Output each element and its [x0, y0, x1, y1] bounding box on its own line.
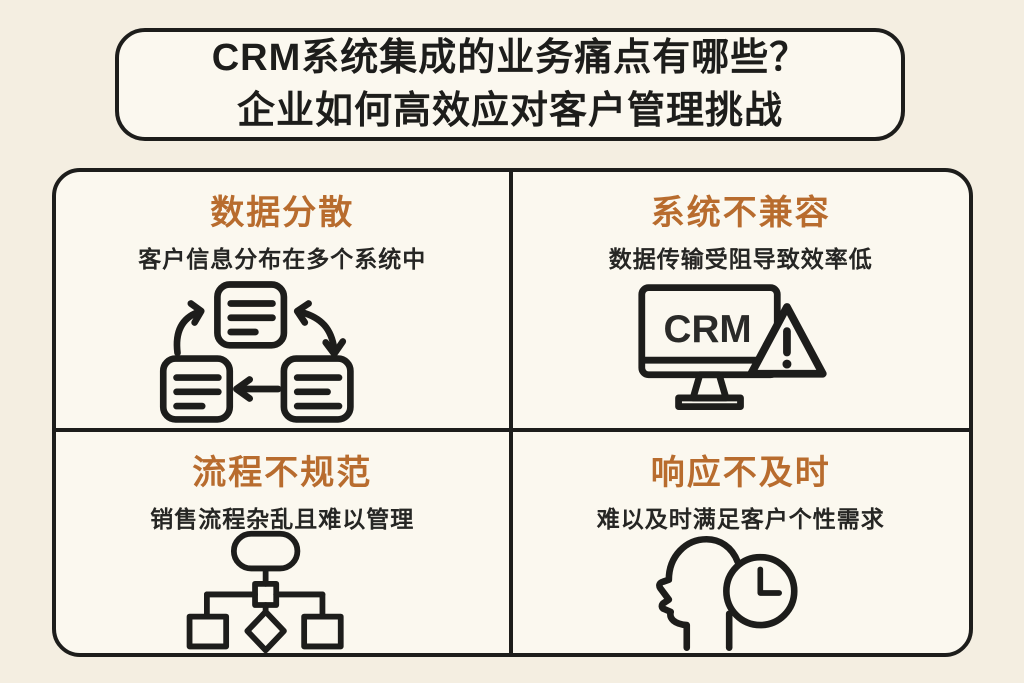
quadrant-system-incompatible: 系统不兼容 数据传输受阻导致效率低 CRM [512, 172, 970, 432]
head-clock-icon [513, 534, 970, 653]
quadrant-title: 流程不规范 [192, 453, 373, 492]
quadrant-subtitle: 销售流程杂乱且难以管理 [150, 505, 415, 532]
quadrant-title: 响应不及时 [650, 453, 831, 492]
crm-monitor-warning-icon: CRM [513, 274, 970, 428]
pain-points-grid: 数据分散 客户信息分布在多个系统中 [52, 168, 973, 657]
flowchart-icon [56, 531, 509, 653]
documents-sync-icon [56, 274, 509, 428]
page-title-line1: CRM系统集成的业务痛点有哪些？ [211, 37, 809, 80]
quadrant-subtitle: 客户信息分布在多个系统中 [138, 246, 427, 272]
quadrant-data-scatter: 数据分散 客户信息分布在多个系统中 [56, 172, 513, 432]
monitor-screen-label: CRM [664, 308, 752, 351]
title-box: CRM系统集成的业务痛点有哪些？ 企业如何高效应对客户管理挑战 [115, 28, 905, 141]
quadrant-title: 数据分散 [210, 194, 355, 232]
quadrant-subtitle: 难以及时满足客户个性需求 [596, 505, 885, 532]
quadrant-process-unstandardized: 流程不规范 销售流程杂乱且难以管理 [56, 431, 513, 653]
quadrant-title: 系统不兼容 [650, 194, 831, 232]
page-title-line2: 企业如何高效应对客户管理挑战 [236, 89, 783, 132]
quadrant-subtitle: 数据传输受阻导致效率低 [608, 246, 873, 272]
quadrant-slow-response: 响应不及时 难以及时满足客户个性需求 [513, 432, 970, 653]
